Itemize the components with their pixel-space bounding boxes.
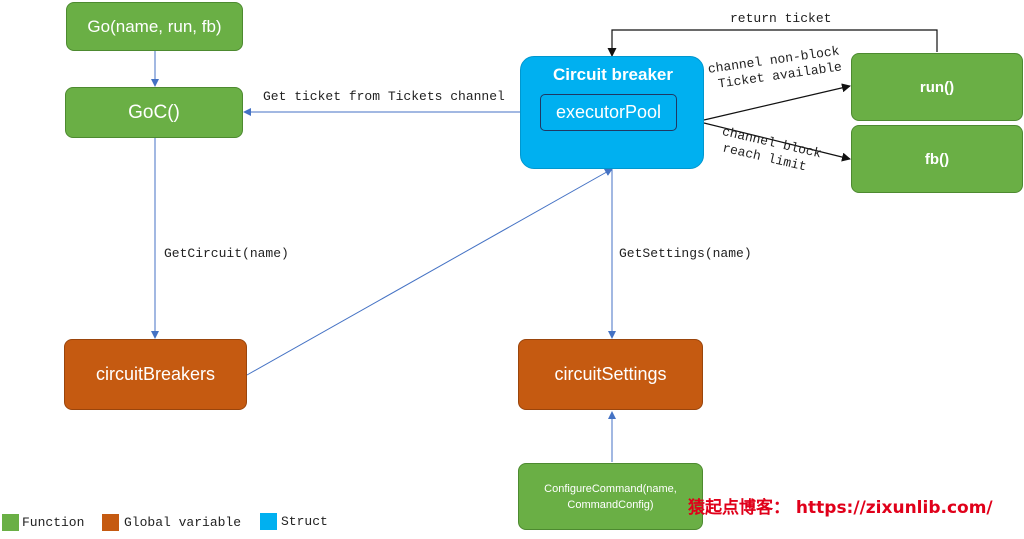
go-function-label: Go(name, run, fb): [87, 16, 222, 36]
watermark: 猿起点博客： https://zixunlib.com/: [688, 498, 993, 518]
fb-function-node: fb(): [851, 125, 1023, 193]
fb-function-label: fb(): [924, 150, 950, 168]
configure-command-label-line2: CommandConfig): [567, 498, 654, 511]
executor-pool-label: executorPool: [555, 102, 662, 122]
run-function-label: run(): [919, 78, 955, 96]
legend-label-function: Function: [22, 515, 85, 530]
circuit-breakers-label: circuitBreakers: [95, 364, 216, 384]
edge-to-run: [703, 83, 851, 121]
circuit-settings-variable-node: circuitSettings: [518, 339, 703, 410]
circuit-settings-label: circuitSettings: [554, 364, 667, 384]
edge-return-ticket: [607, 29, 938, 57]
circuit-breaker-struct: Circuit breaker executorPool: [520, 56, 704, 169]
legend-swatch-struct: [260, 513, 277, 530]
get-settings-label: GetSettings(name): [619, 246, 752, 261]
legend-label-global-variable: Global variable: [124, 515, 242, 530]
edge-to-fb: [703, 122, 851, 162]
go-function-node: Go(name, run, fb): [66, 2, 243, 51]
get-ticket-label: Get ticket from Tickets channel: [263, 89, 505, 104]
circuit-breakers-variable-node: circuitBreakers: [64, 339, 247, 410]
configure-command-function-node: ConfigureCommand(name, CommandConfig): [518, 463, 703, 530]
run-function-node: run(): [851, 53, 1023, 121]
executor-pool-box: executorPool: [540, 94, 677, 131]
configure-command-label-line1: ConfigureCommand(name,: [544, 482, 677, 495]
legend-swatch-global-variable: [102, 514, 119, 531]
goc-function-label: GoC(): [128, 101, 180, 123]
goc-function-node: GoC(): [65, 87, 243, 138]
return-ticket-label: return ticket: [730, 11, 832, 26]
get-circuit-label: GetCircuit(name): [164, 246, 289, 261]
edge-circuitbreakers-to-circuitbreaker: [246, 168, 613, 376]
legend-swatch-function: [2, 514, 19, 531]
legend-label-struct: Struct: [281, 514, 328, 529]
circuit-breaker-title: Circuit breaker: [553, 65, 673, 84]
